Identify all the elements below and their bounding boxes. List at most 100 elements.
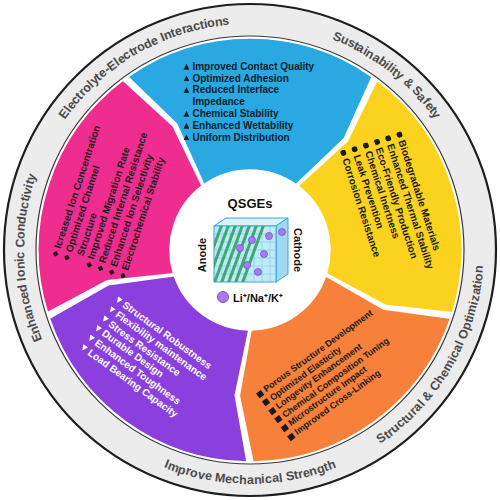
bullet-item: Chemical Stability (183, 108, 329, 120)
bullet-item: Flexibility maintenance (106, 304, 231, 399)
bullet-marker (183, 64, 189, 70)
bullet-marker (183, 75, 189, 81)
feature-text: Microstructure Impact (286, 339, 403, 428)
feature-text: Reduced Interface Impedance (192, 84, 329, 108)
bullet-item: Leak Prevention (348, 145, 404, 287)
bullet-item: Enhanced Thermal Stability (381, 134, 437, 276)
feature-text: Uniform Distribution (192, 132, 329, 144)
center-ground (168, 168, 332, 332)
bullet-marker (101, 316, 109, 324)
ring-fill (4, 4, 496, 496)
bullet-item: Stress Resistance (99, 313, 224, 408)
bullet-item: Enhanced Toughness (85, 332, 210, 427)
ion-dot (244, 262, 251, 269)
ion-dot (237, 245, 244, 252)
sector-fill (298, 80, 462, 312)
sector-text-pane: Structural RobustnessFlexibility mainten… (78, 294, 238, 437)
bullet-marker (183, 123, 189, 129)
feature-text: Optimized Channel Structure (64, 120, 129, 258)
bullet-item: Reduced Internal Resistance (94, 131, 150, 273)
bullet-item: Enhanced Ion Selectivity (106, 134, 162, 276)
bullet-marker (108, 268, 116, 276)
ion-dot (279, 229, 286, 236)
feature-text: Chemical Stability (192, 108, 329, 120)
grid-line (222, 226, 223, 282)
ion-dot (249, 237, 256, 244)
feature-text: Enhanced Ion Selectivity (108, 134, 162, 268)
bullet-marker (94, 325, 102, 333)
bullet-marker (80, 344, 88, 352)
bullet-item: Microstructure Impact (279, 339, 403, 433)
ring-outline (4, 4, 496, 496)
feature-text: Electrochemical Stability (120, 138, 174, 272)
bullet-item: Corrosion Resistance (336, 148, 392, 290)
feature-text: Improved Cross-Linking (292, 348, 409, 437)
bullet-marker (255, 389, 263, 397)
legend-text: Li⁺/Na⁺/K⁺ (233, 290, 283, 305)
sector-fill (128, 38, 372, 185)
bullet-marker (183, 134, 189, 140)
sector-text-pane: Icreased Ion ConcentrationOptimized Chan… (50, 116, 174, 280)
ring-label: Electrolyte-Electrode Interactions (52, 9, 239, 127)
bullet-item: Enhanced Wettability (183, 120, 329, 132)
sector-text-pane: Improved Contact QualityOptimized Adhesi… (183, 61, 329, 144)
bullet-marker (107, 306, 115, 314)
feature-text: Optimized Adhesion (192, 73, 329, 85)
sector-fill (49, 276, 249, 462)
ring-label: Sustainability & Safety (325, 25, 449, 128)
bullet-item: Reduced Interface Impedance (183, 84, 329, 108)
slab-side (276, 218, 288, 282)
bullet-item: Porous Structure Development (254, 305, 378, 399)
ion-dots (237, 229, 286, 276)
ion-dot (261, 251, 268, 258)
illustration-title: QSGEs (228, 197, 273, 211)
bullet-marker (183, 87, 189, 93)
feature-text: Eco-Friendly Production (373, 146, 427, 280)
feature-text: Load Bearing Capacity (85, 347, 203, 437)
bullet-marker (373, 138, 381, 146)
bullet-item: Eco-Friendly Production (370, 137, 426, 279)
feature-text: Porous Structure Development (261, 305, 378, 394)
feature-text: Biodegradable Materials (395, 139, 449, 273)
ring-label: Structural & Chemical Optimization (369, 257, 492, 451)
bullet-item: Improved Cross-Linking (285, 348, 409, 442)
bullet-marker (87, 335, 95, 343)
bullet-item: Load Bearing Capacity (78, 342, 203, 437)
bullet-marker (287, 432, 295, 440)
bullet-item: Biodegradable Materials (392, 130, 448, 272)
bullet-marker (384, 135, 392, 143)
bullet-marker (339, 149, 347, 157)
bullet-item: Optimized Adhesion (183, 73, 329, 85)
bullet-item: Improved Migration Rate (83, 127, 139, 269)
bullet-item: Durable Design (92, 323, 217, 418)
feature-text: Durable Design (99, 328, 217, 418)
ring-label: Enhanced Ionic Conductivity (8, 164, 50, 350)
electrode-label: Anode (196, 238, 208, 272)
ring-label: Improve Mechanical Strength (154, 452, 344, 493)
anode-fibres (214, 226, 264, 282)
bullet-item: Chemical Composition Tuning (273, 330, 397, 424)
bullet-marker (97, 265, 105, 273)
grid-line (214, 250, 276, 251)
feature-text: Optimized Elasticity (267, 313, 384, 402)
feature-text: Icreased Ion Concentration (52, 116, 106, 250)
bullet-marker (183, 111, 189, 117)
ion-dot (266, 233, 273, 240)
bullet-item: Optimized Elasticity (260, 313, 384, 407)
bullet-marker (395, 131, 403, 139)
electrode-label: Cathode (292, 228, 304, 272)
legend-item: Li⁺/Na⁺/K⁺ (217, 290, 283, 305)
bullet-marker (63, 254, 71, 262)
bullet-item: Chemical Inertness (359, 141, 415, 283)
bullet-marker (120, 272, 128, 280)
bullet-marker (268, 406, 276, 414)
